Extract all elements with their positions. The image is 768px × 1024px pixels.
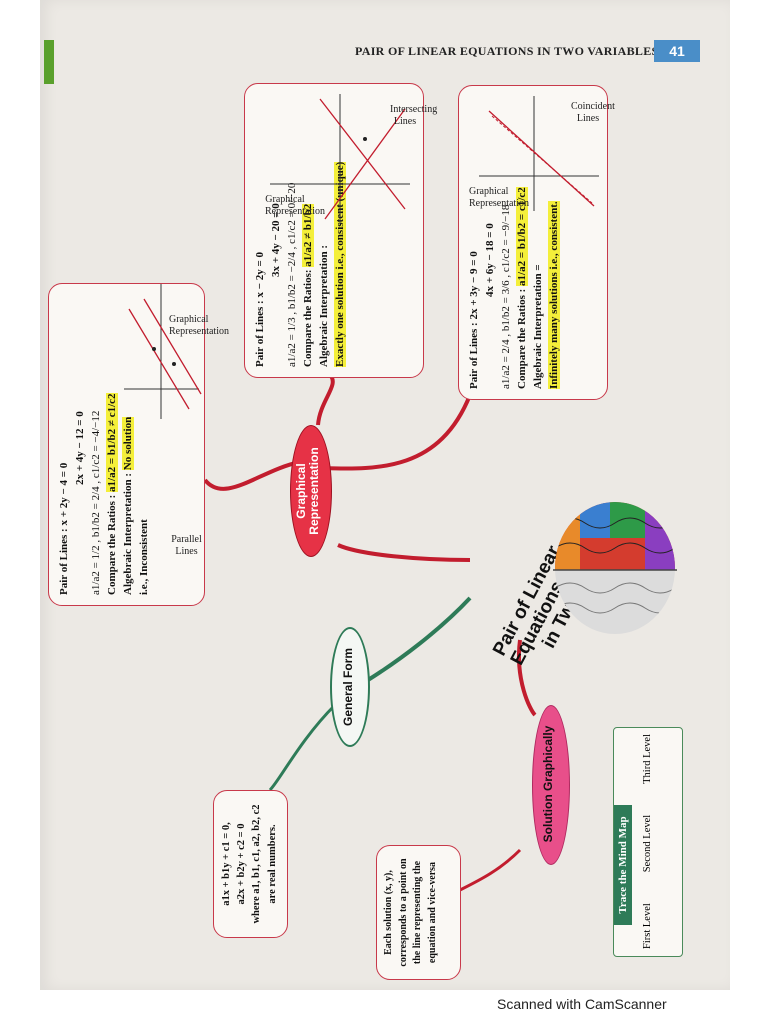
- parallel-pair: Pair of Lines : x + 2y − 4 = 0: [58, 462, 70, 595]
- trace-level-3: Third Level: [642, 734, 653, 784]
- general-form-box: a1x + b1y + c1 = 0, a2x + b2y + c2 = 0 w…: [213, 790, 288, 938]
- intersecting-graph-title: Graphical Representation: [265, 194, 325, 217]
- coincident-graph-caption: Coincident Lines: [571, 101, 615, 124]
- parallel-graph-caption: Parallel Lines: [171, 534, 202, 557]
- general-form-line4: are real numbers.: [266, 824, 278, 904]
- graphical-label: Graphical Representation: [294, 447, 322, 535]
- parallel-algebraic: Algebraic Interpretation :: [121, 473, 134, 595]
- connector-center-to-solution: [517, 639, 537, 717]
- graphical-representation-node: Graphical Representation: [290, 425, 332, 557]
- chapter-title: PAIR OF LINEAR EQUATIONS IN TWO VARIABLE…: [355, 44, 659, 58]
- page-header: PAIR OF LINEAR EQUATIONS IN TWO VARIABLE…: [355, 40, 700, 64]
- brain-illustration: [553, 502, 677, 634]
- solution-graphically-node: Solution Graphically: [532, 705, 570, 865]
- connector-solution-to-box: [459, 848, 522, 892]
- connector-center-to-general: [366, 596, 472, 682]
- connector-graphical-to-coincident: [321, 394, 472, 471]
- general-form-line1: a1x + b1y + c1 = 0,: [221, 822, 232, 906]
- intersecting-graph: [270, 94, 410, 224]
- coincident-graph-title: Graphical Representation: [469, 186, 529, 209]
- parallel-compare: Compare the Ratios :: [105, 494, 118, 595]
- general-form-line2: a2x + b2y + c2 = 0: [236, 823, 248, 905]
- parallel-graph: [124, 284, 202, 419]
- parallel-ratios: a1/a2 = 1/2 , b1/b2 = 2/4 , c1/c2 = −4/−…: [89, 410, 102, 595]
- parallel-graph-title: Graphical Representation: [169, 314, 229, 337]
- parallel-pair-2: 2x + 4y − 12 = 0: [73, 411, 86, 485]
- general-form-line3: where a1, b1, c1, a2, b2, c2: [251, 804, 263, 924]
- trace-mind-map: Trace the Mind Map First Level Second Le…: [613, 727, 683, 957]
- connector-graphical-to-intersecting: [316, 373, 335, 426]
- page-number: 41: [654, 40, 700, 62]
- coincident-algebraic-result: Infinitely many solutions i.e., consiste…: [547, 201, 560, 389]
- coincident-graph: [479, 96, 599, 211]
- connector-graphical-to-parallel: [203, 460, 301, 491]
- connector-center-to-graphical: [337, 543, 471, 562]
- solution-text: Each solution (x, y), corresponds to a p…: [383, 858, 438, 967]
- intersecting-compare: Compare the Ratios:: [301, 269, 314, 367]
- solution-box: Each solution (x, y), corresponds to a p…: [376, 845, 461, 980]
- trace-level-1: First Level: [642, 903, 653, 949]
- trace-title: Trace the Mind Map: [614, 805, 632, 925]
- parallel-compare-result: a1/a2 = b1/b2 ≠ c1/c2: [105, 393, 118, 492]
- connector-general-to-box: [268, 703, 337, 792]
- coincident-compare: Compare the Ratios :: [515, 288, 528, 389]
- page-edge-tab: [44, 40, 54, 84]
- parallel-lines-box: Pair of Lines : x + 2y − 4 = 0 2x + 4y −…: [48, 283, 229, 606]
- general-form-label: General Form: [341, 647, 355, 727]
- coincident-lines-box: Pair of Lines : 2x + 3y − 9 = 0 4x + 6y …: [458, 85, 615, 400]
- scanner-caption: Scanned with CamScanner: [497, 996, 667, 1012]
- trace-level-2: Second Level: [642, 814, 653, 873]
- solution-graphically-label: Solution Graphically: [541, 725, 555, 843]
- general-form-node: General Form: [330, 627, 370, 747]
- parallel-algebraic-result: No solution: [121, 416, 134, 471]
- intersecting-graph-caption: Intersecting Lines: [390, 104, 438, 127]
- intersecting-lines-box: Pair of Lines : x − 2y = 0 3x + 4y − 20 …: [244, 83, 438, 378]
